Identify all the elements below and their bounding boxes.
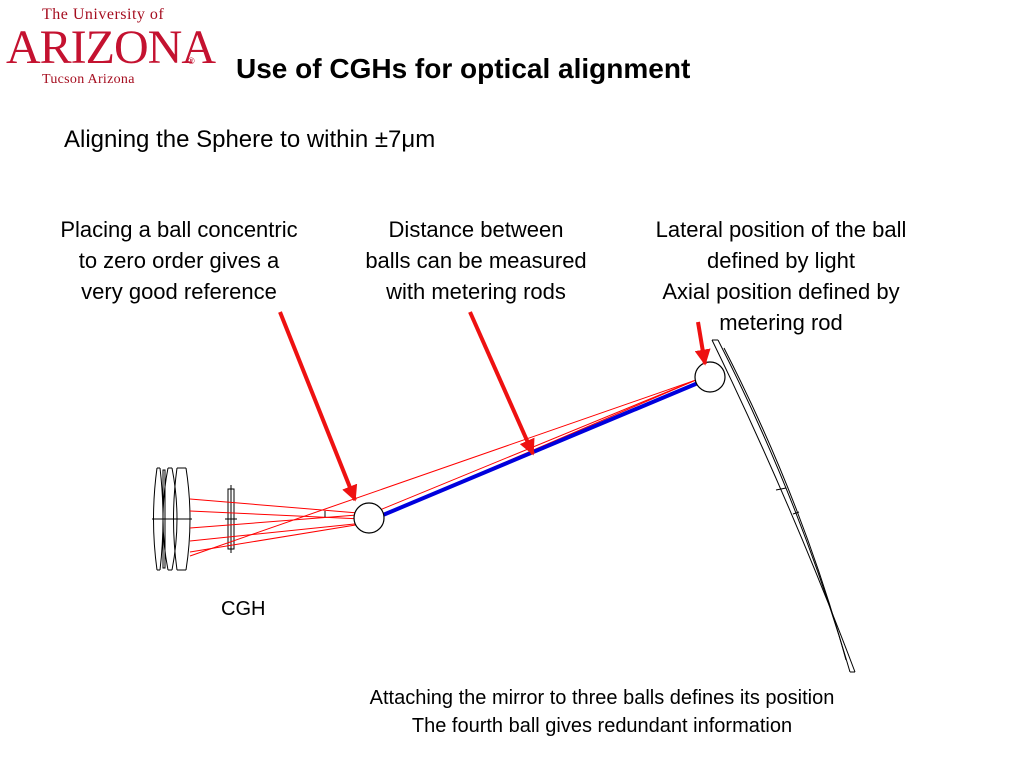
reference-ball (353, 502, 385, 534)
arrow-to-metering-rod (468, 311, 535, 456)
callout-line: Lateral position of the ball (655, 217, 907, 242)
arrow-to-reference-ball (278, 311, 358, 502)
footer-line: The fourth ball gives redundant informat… (411, 715, 793, 737)
mirror-ball (694, 361, 726, 393)
footer-line: Attaching the mirror to three balls defi… (369, 687, 835, 709)
callout-line: metering rod (719, 310, 843, 335)
callout-line: Axial position defined by (662, 279, 900, 304)
null-lens-assembly (152, 467, 192, 571)
callout-line: Distance between (388, 217, 564, 242)
slide-subtitle: Aligning the Sphere to within ±7μm (64, 126, 436, 153)
callout-line: very good reference (81, 279, 277, 304)
callout-line: balls can be measured (365, 248, 587, 273)
arrow-to-mirror-ball (694, 321, 711, 366)
callout-line: defined by light (707, 248, 855, 273)
light-rays (189, 379, 697, 557)
logo-line-university: The University of (42, 6, 165, 23)
callout-metering-rods: Distance between balls can be measured w… (344, 214, 608, 307)
footer-notes: Attaching the mirror to three balls defi… (300, 684, 904, 740)
callout-reference-ball: Placing a ball concentric to zero order … (36, 214, 322, 307)
callout-ball-position: Lateral position of the ball defined by … (628, 214, 934, 338)
mirror-cross-section (711, 339, 856, 673)
slide-title: Use of CGHs for optical alignment (236, 53, 691, 84)
callout-line: to zero order gives a (78, 248, 280, 273)
callout-line: Placing a ball concentric (60, 217, 298, 242)
cgh-label: CGH (221, 598, 266, 620)
logo-registered-mark: ® (188, 56, 195, 66)
metering-rod (382, 381, 699, 517)
callout-line: with metering rods (386, 279, 566, 304)
logo-line-tucson: Tucson Arizona (42, 72, 135, 87)
university-logo: The University of ARIZONA ® Tucson Arizo… (6, 6, 216, 92)
logo-line-arizona: ARIZONA (6, 21, 216, 74)
